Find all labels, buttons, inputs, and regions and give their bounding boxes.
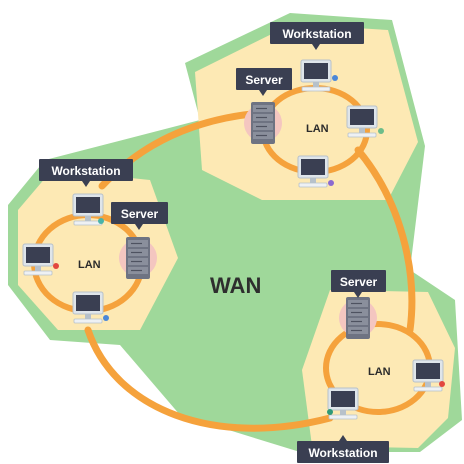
workstation-callout-top-right: Workstation <box>270 22 364 50</box>
peripheral-dot <box>103 315 109 321</box>
lan-label-left: LAN <box>78 259 101 271</box>
server-label: Server <box>340 275 378 289</box>
server-callout-top-right: Server <box>236 68 292 96</box>
wan-label: WAN <box>210 273 261 298</box>
lan-label-top-right: LAN <box>306 123 329 135</box>
server-label: Server <box>121 207 159 221</box>
peripheral-dot <box>98 218 104 224</box>
peripheral-dot <box>53 263 59 269</box>
peripheral-dot <box>327 409 333 415</box>
server-callout-left: Server <box>111 202 168 230</box>
wan-link-left-to-bottomright <box>84 326 334 432</box>
peripheral-dot <box>439 381 445 387</box>
server-label: Server <box>245 73 283 87</box>
peripheral-dot <box>378 128 384 134</box>
workstation-label: Workstation <box>282 27 351 41</box>
peripheral-dot <box>328 180 334 186</box>
workstation-label: Workstation <box>51 164 120 178</box>
wan-link-topright-to-bottomright <box>354 146 416 334</box>
peripheral-dot <box>332 75 338 81</box>
workstation-callout-bottom-right: Workstation <box>297 435 389 463</box>
server-callout-bottom-right: Server <box>331 270 386 298</box>
lan-label-bottom-right: LAN <box>368 366 391 378</box>
workstation-label: Workstation <box>308 446 377 460</box>
workstation-callout-left: Workstation <box>39 159 133 187</box>
